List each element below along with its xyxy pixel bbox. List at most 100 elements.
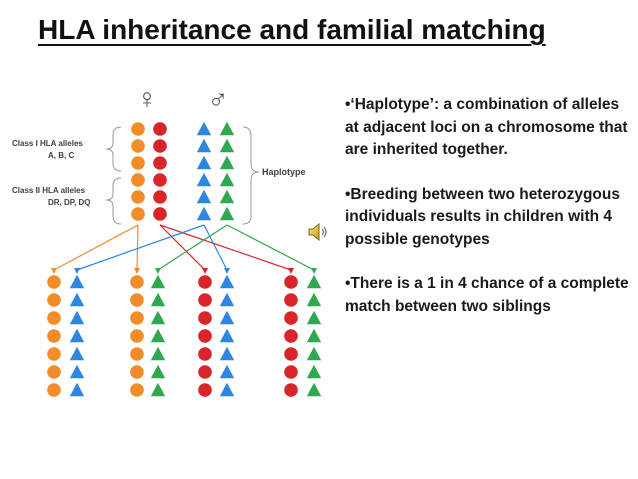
child-1-orange-allele-2 bbox=[47, 293, 61, 307]
class-i-label: Class I HLA alleles bbox=[12, 139, 83, 148]
speaker-icon bbox=[308, 222, 327, 242]
inheritance-line-3 bbox=[159, 224, 206, 271]
mother-red-allele-4 bbox=[153, 173, 167, 187]
child-4-red-allele-3 bbox=[284, 311, 298, 325]
child-1-blue-allele-3 bbox=[69, 310, 85, 325]
child-2-orange-allele-5 bbox=[130, 347, 144, 361]
child-3-blue-allele-5 bbox=[219, 346, 235, 361]
child-2-orange-allele-7 bbox=[130, 383, 144, 397]
child-1-blue-allele-1 bbox=[69, 274, 85, 289]
child-3-red-allele-1 bbox=[198, 275, 212, 289]
inheritance-line-5 bbox=[76, 224, 205, 271]
inheritance-line-7 bbox=[157, 224, 228, 271]
father-green-allele-3 bbox=[219, 155, 235, 170]
child-2-green-allele-4 bbox=[150, 328, 166, 343]
child-4-green-allele-2 bbox=[306, 292, 322, 307]
child-1-orange-allele-7 bbox=[47, 383, 61, 397]
mother-orange-allele-6 bbox=[131, 207, 145, 221]
inheritance-line-8 bbox=[226, 224, 315, 271]
child-2-green-allele-2 bbox=[150, 292, 166, 307]
father-green-allele-1 bbox=[219, 121, 235, 136]
father-blue-allele-2 bbox=[196, 138, 212, 153]
hla-inheritance-diagram: ♀ ♂ Class I HLA alleles A, B, C Class II… bbox=[0, 80, 330, 464]
child-3-blue-allele-7 bbox=[219, 382, 235, 397]
inheritance-line-6 bbox=[203, 224, 228, 271]
inheritance-arrowhead-1 bbox=[51, 268, 57, 274]
child-3-red-allele-2 bbox=[198, 293, 212, 307]
inheritance-arrowhead-8 bbox=[311, 268, 317, 274]
child-3-blue-allele-1 bbox=[219, 274, 235, 289]
child-1-orange-allele-1 bbox=[47, 275, 61, 289]
child-3-red-allele-4 bbox=[198, 329, 212, 343]
child-1-orange-allele-3 bbox=[47, 311, 61, 325]
mother-red-allele-1 bbox=[153, 122, 167, 136]
child-4-green-allele-1 bbox=[306, 274, 322, 289]
child-4-green-allele-7 bbox=[306, 382, 322, 397]
mother-red-allele-2 bbox=[153, 139, 167, 153]
haplotype-label: Haplotype bbox=[262, 167, 306, 177]
female-symbol: ♀ bbox=[137, 83, 158, 114]
child-4-red-allele-4 bbox=[284, 329, 298, 343]
child-1-orange-allele-6 bbox=[47, 365, 61, 379]
child-3-blue-allele-3 bbox=[219, 310, 235, 325]
father-blue-allele-5 bbox=[196, 189, 212, 204]
mother-red-allele-3 bbox=[153, 156, 167, 170]
mother-orange-allele-4 bbox=[131, 173, 145, 187]
father-green-allele-4 bbox=[219, 172, 235, 187]
child-2-green-allele-1 bbox=[150, 274, 166, 289]
mother-orange-allele-3 bbox=[131, 156, 145, 170]
inheritance-arrowhead-4 bbox=[288, 268, 294, 274]
child-1-blue-allele-7 bbox=[69, 382, 85, 397]
child-2-green-allele-5 bbox=[150, 346, 166, 361]
symbols: ♀ ♂ bbox=[137, 83, 229, 114]
father-green-allele-6 bbox=[219, 206, 235, 221]
child-4-red-allele-6 bbox=[284, 365, 298, 379]
father-blue-allele-4 bbox=[196, 172, 212, 187]
inheritance-connectors bbox=[51, 224, 317, 274]
mother-orange-allele-5 bbox=[131, 190, 145, 204]
class-ii-loci: DR, DP, DQ bbox=[48, 198, 91, 207]
child-2-green-allele-6 bbox=[150, 364, 166, 379]
inheritance-arrowhead-2 bbox=[134, 268, 140, 274]
mother-orange-allele-2 bbox=[131, 139, 145, 153]
child-1-blue-allele-2 bbox=[69, 292, 85, 307]
child-2-orange-allele-1 bbox=[130, 275, 144, 289]
inheritance-line-1 bbox=[53, 224, 139, 271]
child-3-red-allele-5 bbox=[198, 347, 212, 361]
child-2-orange-allele-4 bbox=[130, 329, 144, 343]
child-3-red-allele-6 bbox=[198, 365, 212, 379]
inheritance-line-2 bbox=[136, 224, 139, 271]
speaker-icon-button[interactable] bbox=[307, 222, 329, 242]
child-1-orange-allele-4 bbox=[47, 329, 61, 343]
class-i-brace bbox=[105, 126, 122, 172]
inheritance-arrowhead-3 bbox=[202, 268, 208, 274]
child-1-blue-allele-6 bbox=[69, 364, 85, 379]
child-2-green-allele-7 bbox=[150, 382, 166, 397]
bullet-sibling-match: •There is a 1 in 4 chance of a complete … bbox=[345, 275, 629, 315]
child-3-blue-allele-2 bbox=[219, 292, 235, 307]
haplotype-brace bbox=[242, 126, 260, 225]
diagram-svg: ♀ ♂ Class I HLA alleles A, B, C Class II… bbox=[12, 83, 322, 397]
brace-group bbox=[105, 126, 260, 225]
child-4-red-allele-7 bbox=[284, 383, 298, 397]
child-1-blue-allele-4 bbox=[69, 328, 85, 343]
mother-orange-allele-1 bbox=[131, 122, 145, 136]
class-ii-brace bbox=[105, 177, 122, 225]
inheritance-arrowhead-6 bbox=[224, 268, 230, 274]
child-3-blue-allele-4 bbox=[219, 328, 235, 343]
class-i-label-group: Class I HLA alleles A, B, C bbox=[12, 139, 83, 160]
child-2-orange-allele-2 bbox=[130, 293, 144, 307]
class-ii-label-group: Class II HLA alleles DR, DP, DQ bbox=[12, 186, 91, 207]
bullet-list: •‘Haplotype’: a combination of alleles a… bbox=[345, 94, 630, 318]
child-4-red-allele-5 bbox=[284, 347, 298, 361]
mother-red-allele-6 bbox=[153, 207, 167, 221]
child-1-blue-allele-5 bbox=[69, 346, 85, 361]
child-4-green-allele-6 bbox=[306, 364, 322, 379]
father-blue-allele-3 bbox=[196, 155, 212, 170]
inheritance-arrowhead-5 bbox=[74, 268, 80, 274]
child-3-red-allele-3 bbox=[198, 311, 212, 325]
child-4-red-allele-1 bbox=[284, 275, 298, 289]
child-4-green-allele-4 bbox=[306, 328, 322, 343]
child-4-red-allele-2 bbox=[284, 293, 298, 307]
